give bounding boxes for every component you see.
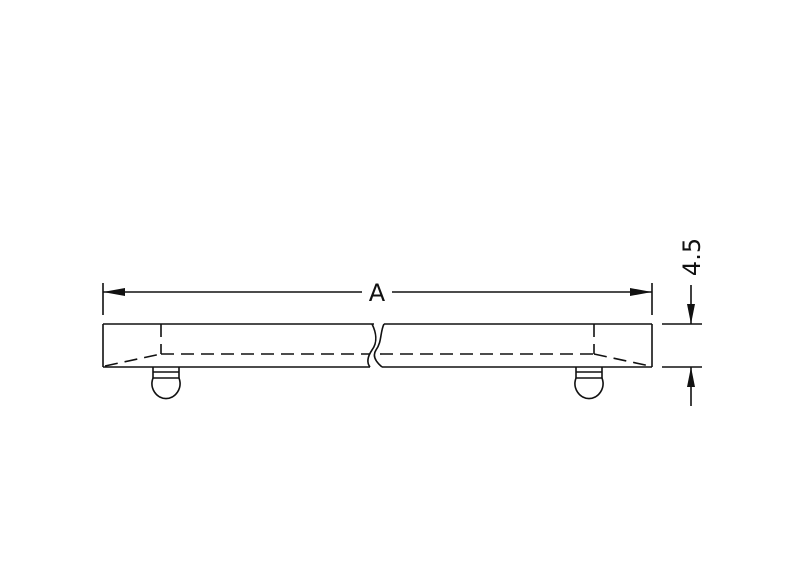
dimension-a: A [102,279,653,315]
arrow-right-icon [630,288,652,296]
bumper-foot-left [151,367,181,400]
arrow-left-icon [103,288,125,296]
dimension-label-a: A [369,279,386,307]
arrow-down-icon [687,304,695,324]
break-line-right [373,323,385,368]
break-line-left [367,323,377,368]
bar-body [102,323,653,368]
bumper-foot-right [574,367,604,400]
dimension-label-height: 4.5 [678,238,706,276]
arrow-up-icon [687,367,695,387]
dimension-height: 4.5 [662,238,706,406]
